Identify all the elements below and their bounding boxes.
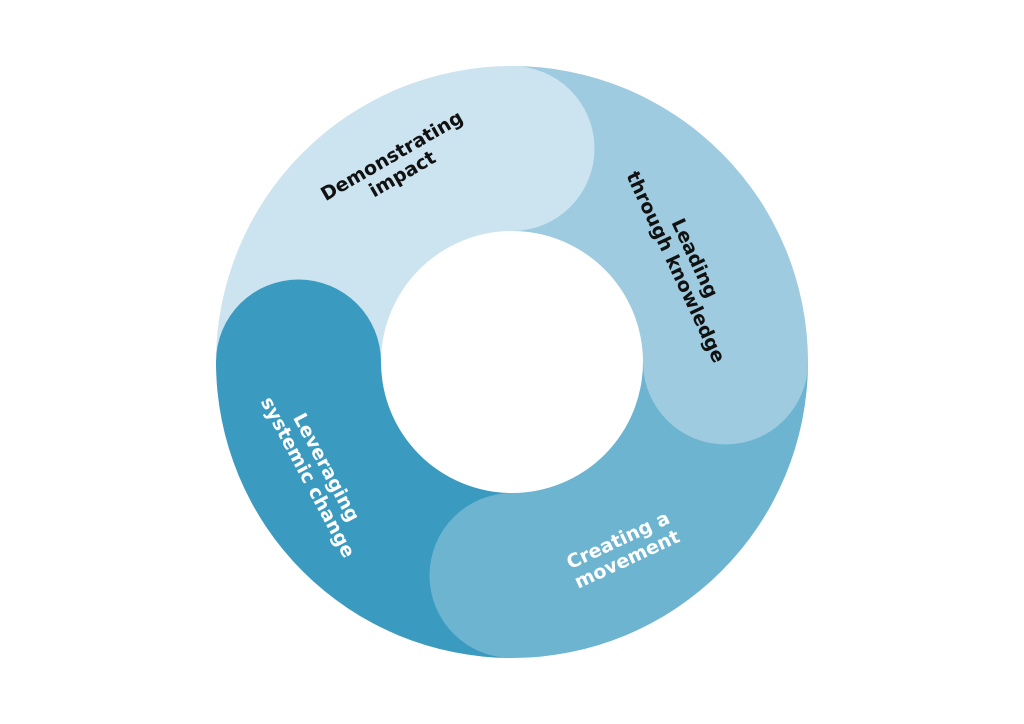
segment-cap-creating-a-movement [429, 493, 595, 658]
segment-cap-leveraging-systemic-change [216, 279, 381, 445]
segment-cap-leading-through-knowledge [643, 279, 808, 445]
segment-cap-demonstrating-impact [429, 66, 595, 231]
